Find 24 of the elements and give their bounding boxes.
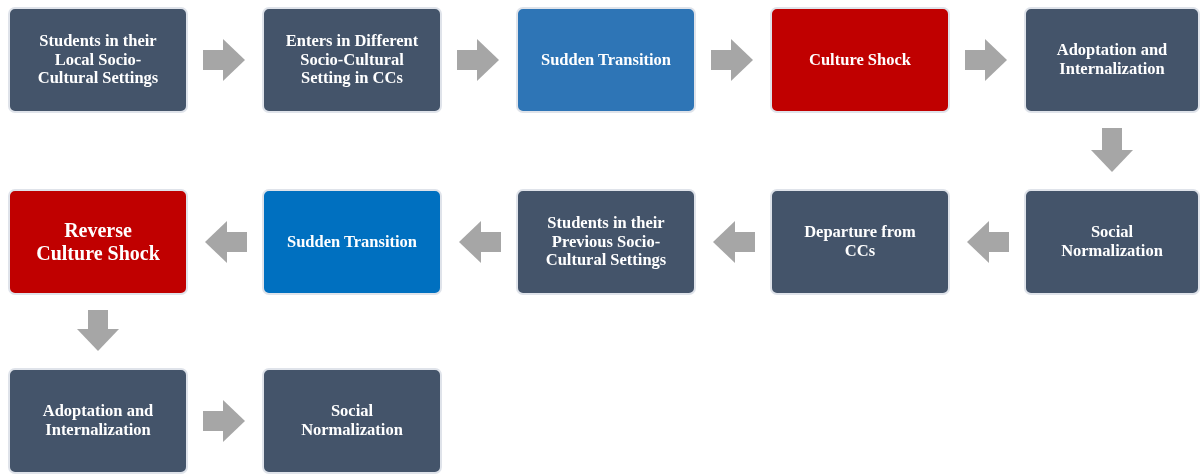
step-label: Sudden Transition	[540, 50, 672, 70]
step-label: Students in their Previous Socio-Cultural Settings	[544, 213, 668, 271]
process-box	[770, 189, 950, 295]
process-box	[262, 368, 442, 474]
process-box	[1024, 7, 1200, 113]
process-box	[770, 7, 950, 113]
step-label: Adoptation and Internalization	[1055, 41, 1169, 79]
process-box	[262, 7, 442, 113]
process-box	[8, 7, 188, 113]
step-label: Social Normalization	[300, 402, 404, 440]
process-box	[1024, 189, 1200, 295]
process-box	[516, 189, 696, 295]
process-box	[8, 189, 188, 295]
process-box	[516, 7, 696, 113]
step-label: Departure from CCs	[803, 223, 917, 261]
step-label: Reverse Culture Shock	[35, 219, 161, 265]
step-label: Culture Shock	[809, 50, 911, 70]
step-label: Social Normalization	[1060, 223, 1164, 261]
step-label: Adoptation and Internalization	[41, 402, 155, 440]
process-box	[8, 368, 188, 474]
step-label: Students in their Local Socio-Cultural Settings	[36, 31, 160, 89]
step-label: Enters in Different Socio-Cultural Setting in CCs	[284, 31, 420, 89]
step-label: Sudden Transition	[286, 232, 418, 252]
process-box	[262, 189, 442, 295]
